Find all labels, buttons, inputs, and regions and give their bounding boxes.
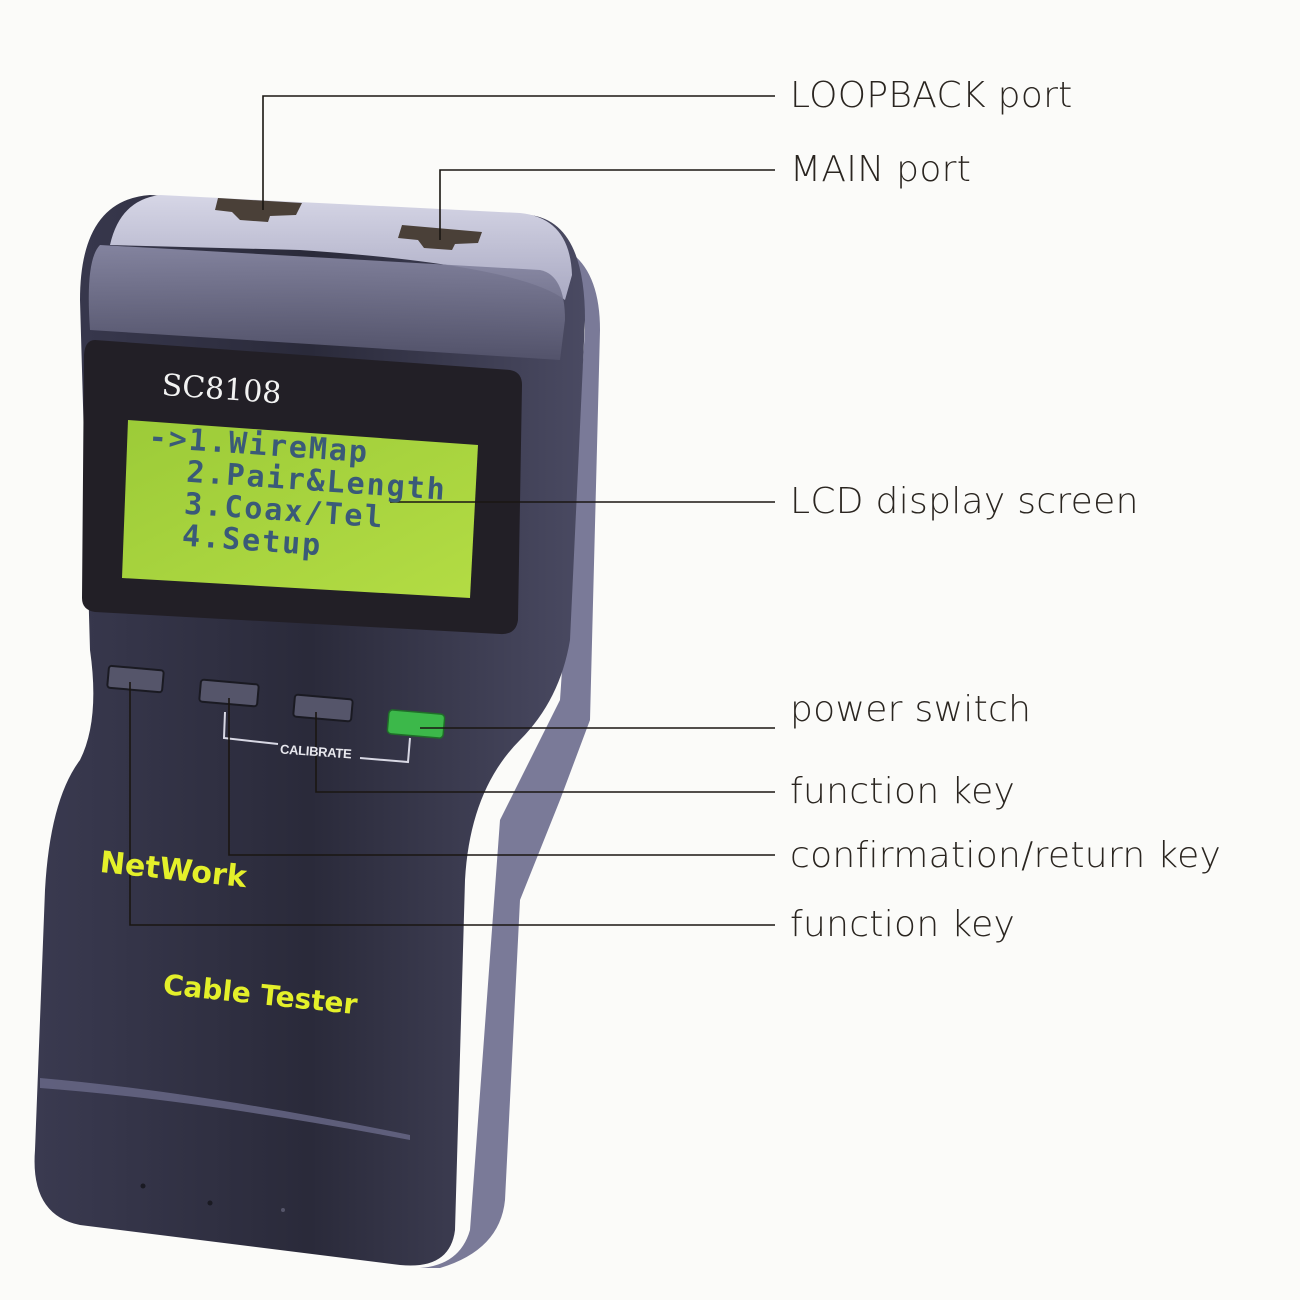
device-side — [420, 240, 600, 1268]
label-power-switch: power switch — [790, 689, 1032, 730]
leader-confirm — [228, 698, 775, 856]
calibrate-bracket-left — [222, 711, 279, 745]
bottom-band — [40, 1078, 410, 1140]
leader-function-left — [129, 682, 775, 926]
top-cap — [110, 195, 572, 300]
label-loopback-port: LOOPBACK port — [790, 75, 1073, 116]
label-confirmation-return-key: confirmation/return key — [790, 835, 1222, 876]
function-key-left-shape — [106, 664, 165, 694]
leader-main — [439, 169, 775, 240]
top-face — [88, 245, 565, 360]
label-function-key-left: function key — [790, 904, 1016, 945]
function-key-left[interactable] — [106, 665, 166, 695]
leader-loopback — [262, 95, 775, 210]
function-key-right-shape — [292, 693, 354, 723]
loopback-port[interactable] — [215, 196, 305, 224]
power-switch[interactable] — [386, 709, 446, 741]
function-key-right[interactable] — [292, 694, 354, 724]
lcd-screen — [122, 420, 478, 598]
power-switch-shape — [386, 709, 446, 739]
calibrate-bracket-right — [359, 737, 411, 764]
leader-lines — [129, 95, 775, 926]
confirm-key-shape — [198, 678, 260, 708]
main-port[interactable] — [398, 223, 486, 251]
label-main-port: MAIN port — [790, 149, 972, 190]
confirmation-return-key[interactable] — [198, 679, 260, 709]
leader-function-right — [315, 712, 775, 793]
loopback-port — [215, 198, 302, 222]
label-lcd-display: LCD display screen — [790, 481, 1139, 522]
label-function-key-right: function key — [790, 771, 1016, 812]
